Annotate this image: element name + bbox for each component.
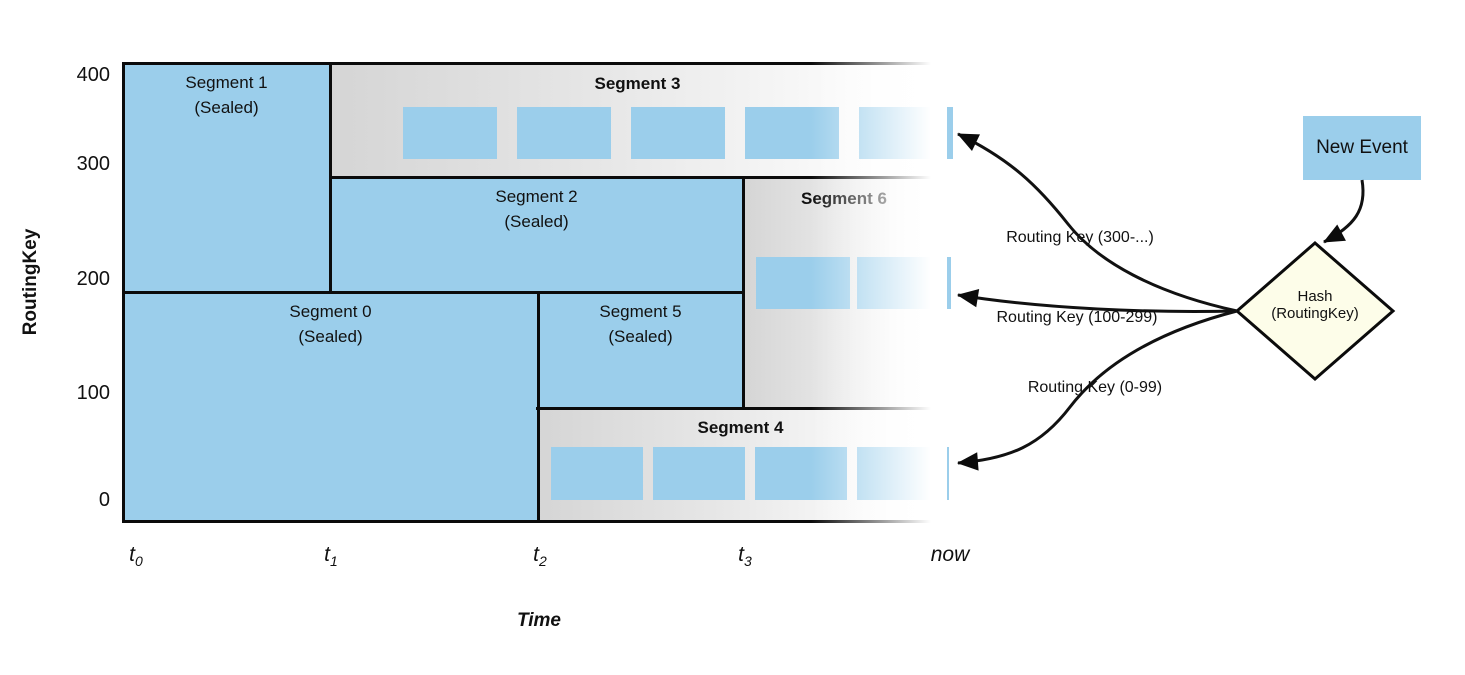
x-tick-t0: t0 — [129, 543, 143, 570]
event-rect — [403, 107, 497, 159]
segment-0-label: Segment 0(Sealed) — [289, 302, 372, 346]
routing-key-low-label: Routing Key (0-99) — [1027, 379, 1163, 396]
y-tick-100: 100 — [76, 382, 110, 404]
x-tick-t1: t1 — [324, 543, 338, 570]
line-key300 — [330, 175, 945, 179]
line-t2 — [536, 292, 540, 521]
line-t0 — [121, 61, 125, 523]
y-tick-300: 300 — [76, 153, 110, 175]
segment-0: Segment 0(Sealed) — [123, 292, 538, 523]
line-top — [123, 61, 945, 65]
line-bottom — [123, 519, 945, 523]
new-event-box: New Event — [1303, 116, 1421, 180]
y-axis-title: RoutingKey — [20, 228, 41, 336]
event-rect — [631, 107, 725, 159]
x-tick-t3: t3 — [738, 543, 752, 570]
y-tick-400: 400 — [76, 64, 110, 86]
routing-key-mid-label: Routing Key (100-299) — [996, 309, 1158, 326]
segment-2-label: Segment 2(Sealed) — [495, 187, 578, 231]
y-tick-200: 200 — [76, 268, 110, 290]
x-axis-title: Time — [516, 610, 561, 631]
segment-3-title: Segment 3 — [594, 74, 681, 93]
event-rect — [517, 107, 611, 159]
line-t1 — [328, 63, 332, 292]
arrow-to-segment-3 — [957, 132, 1238, 313]
segment-4-title: Segment 4 — [697, 418, 784, 437]
x-tick-t2: t2 — [533, 543, 547, 570]
segment-map: Segment 3 Segment 6 Segment 4 Segment 1(… — [121, 59, 953, 527]
arrow-new-event-to-hash — [1323, 179, 1365, 244]
routing-key-high-label: Routing Key (300-...) — [1006, 229, 1154, 246]
segment-2: Segment 2(Sealed) — [330, 177, 743, 292]
x-tick-now: now — [930, 543, 970, 566]
line-t3 — [741, 177, 745, 408]
segment-1: Segment 1(Sealed) — [123, 63, 330, 292]
segment-5-label: Segment 5(Sealed) — [599, 302, 682, 346]
line-key200 — [123, 290, 744, 294]
segment-5: Segment 5(Sealed) — [538, 292, 743, 408]
hash-diamond-label: Hash (RoutingKey) — [1271, 288, 1359, 322]
time-fade-overlay — [811, 59, 947, 527]
event-rect — [551, 447, 643, 500]
y-tick-0: 0 — [98, 489, 110, 511]
segment-1-label: Segment 1(Sealed) — [185, 73, 268, 117]
line-key100 — [536, 406, 945, 410]
event-rect — [653, 447, 745, 500]
